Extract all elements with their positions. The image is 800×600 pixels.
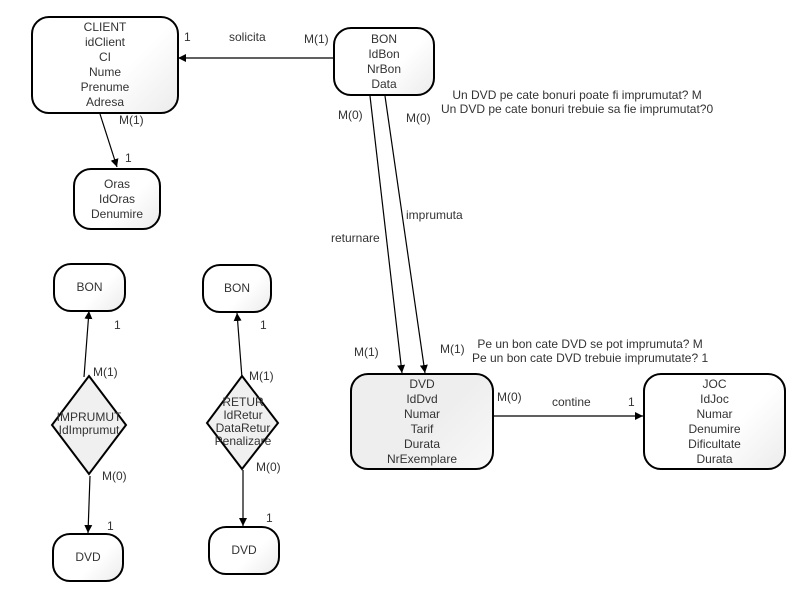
entity-dvd[interactable]: DVD IdDvd Numar Tarif Durata NrExemplare (350, 373, 494, 470)
cardinality-label: 1 (266, 511, 273, 525)
entity-dvd-field: IdDvd (406, 391, 438, 406)
note-line: Pe un bon cate DVD trebuie imprumutate? … (472, 351, 709, 365)
cardinality-label: M(1) (249, 369, 274, 383)
relation-imprumut-text: IMPRUMUT IdImprumut (49, 411, 129, 437)
edge-retur-bon (233, 312, 243, 379)
entity-bon-right-title: BON (223, 281, 250, 295)
note-line: Pe un bon cate DVD se pot imprumuta? M (477, 337, 703, 351)
relation-retur-field: DataRetur (215, 421, 271, 435)
relation-retur-text: RETUR IdRetur DataRetur Penalizare (203, 396, 283, 448)
relation-retur-diamond[interactable] (205, 374, 280, 471)
cardinality-label: 1 (114, 318, 121, 332)
entity-dvd-right[interactable]: DVD (208, 526, 280, 575)
entity-client-field: Prenume (80, 80, 130, 94)
entity-bon-left[interactable]: BON (53, 263, 126, 312)
entity-oras-field: IdOras (98, 191, 135, 206)
entity-dvd-field: NrExemplare (386, 451, 458, 466)
edge-label-returnare: returnare (331, 231, 380, 245)
entity-oras-title: Oras (103, 176, 130, 191)
relation-retur-field: IdRetur (223, 408, 263, 422)
entity-client-field: CI (99, 50, 111, 64)
entity-joc-field: Dificultate (688, 436, 741, 451)
entity-dvd-field: Durata (403, 436, 441, 451)
cardinality-label: M(1) (354, 345, 379, 359)
entity-oras[interactable]: Oras IdOras Denumire (73, 168, 161, 230)
entity-dvd-field: Tarif (410, 421, 434, 436)
relation-imprumut-title: IMPRUMUT (56, 410, 122, 424)
edge-label-contine: contine (552, 395, 591, 409)
cardinality-label: M(1) (304, 32, 329, 46)
note-line: Un DVD pe cate bonuri trebuie sa fie imp… (441, 102, 714, 116)
note-line: Un DVD pe cate bonuri poate fi imprumuta… (452, 88, 702, 102)
cardinality-label: 1 (107, 519, 114, 533)
edge-client-oras (99, 113, 119, 168)
edge-imprumuta (384, 95, 428, 374)
cardinality-label: M(0) (497, 390, 522, 404)
edge-imprumut-dvd (84, 475, 93, 534)
entity-bon-field: Data (371, 76, 397, 91)
entity-dvd-right-title: DVD (231, 543, 257, 557)
cardinality-label: M(0) (102, 469, 127, 483)
entity-joc-field: Denumire (688, 421, 741, 436)
relation-imprumut-field: IdImprumut (58, 423, 120, 437)
relation-retur-field: Penalizare (214, 434, 272, 448)
edge-imprumut-bon (83, 310, 93, 378)
entity-dvd-title: DVD (409, 376, 435, 391)
entity-client-field: Nume (88, 65, 121, 79)
edge-label-solicita: solicita (229, 30, 266, 44)
entity-dvd-left[interactable]: DVD (52, 533, 124, 582)
entity-joc-field: Durata (696, 451, 733, 466)
entity-dvd-left-title: DVD (75, 550, 101, 564)
entity-joc-title: JOC (702, 376, 727, 391)
cardinality-label: M(1) (440, 342, 465, 356)
entity-client[interactable]: CLIENT idClient CI Nume Prenume Adresa (31, 16, 179, 114)
entity-bon-right[interactable]: BON (202, 264, 272, 313)
entity-bon-title: BON (370, 31, 397, 46)
note-dvd-bonuri: Un DVD pe cate bonuri poate fi imprumuta… (441, 88, 713, 116)
edge-label-imprumuta: imprumuta (406, 208, 463, 222)
cardinality-label: 1 (260, 318, 267, 332)
relation-retur-title: RETUR (222, 395, 264, 409)
entity-client-field: idClient (84, 35, 126, 49)
cardinality-label: M(1) (93, 365, 118, 379)
entity-joc[interactable]: JOC IdJoc Numar Denumire Dificultate Dur… (643, 373, 786, 470)
entity-joc-field: Numar (696, 406, 733, 421)
note-bon-dvd: Pe un bon cate DVD se pot imprumuta? M P… (472, 337, 708, 365)
edge-returnare (369, 95, 406, 374)
entity-bon-left-title: BON (76, 280, 103, 294)
entity-client-title: CLIENT (83, 20, 127, 34)
entity-bon[interactable]: BON IdBon NrBon Data (333, 27, 435, 96)
entity-bon-field: IdBon (368, 46, 400, 61)
cardinality-label: M(0) (256, 460, 281, 474)
entity-client-field: Adresa (85, 95, 125, 109)
entity-oras-field: Denumire (90, 206, 144, 221)
cardinality-label: M(0) (406, 111, 431, 125)
entity-joc-field: IdJoc (700, 391, 729, 406)
entity-bon-field: NrBon (366, 61, 401, 76)
cardinality-label: 1 (628, 395, 635, 409)
cardinality-label: 1 (184, 30, 191, 44)
entity-dvd-field: Numar (403, 406, 440, 421)
relation-imprumut-diamond[interactable] (50, 374, 128, 476)
cardinality-label: M(0) (338, 108, 363, 122)
cardinality-label: 1 (125, 151, 132, 165)
cardinality-label: M(1) (119, 113, 144, 127)
